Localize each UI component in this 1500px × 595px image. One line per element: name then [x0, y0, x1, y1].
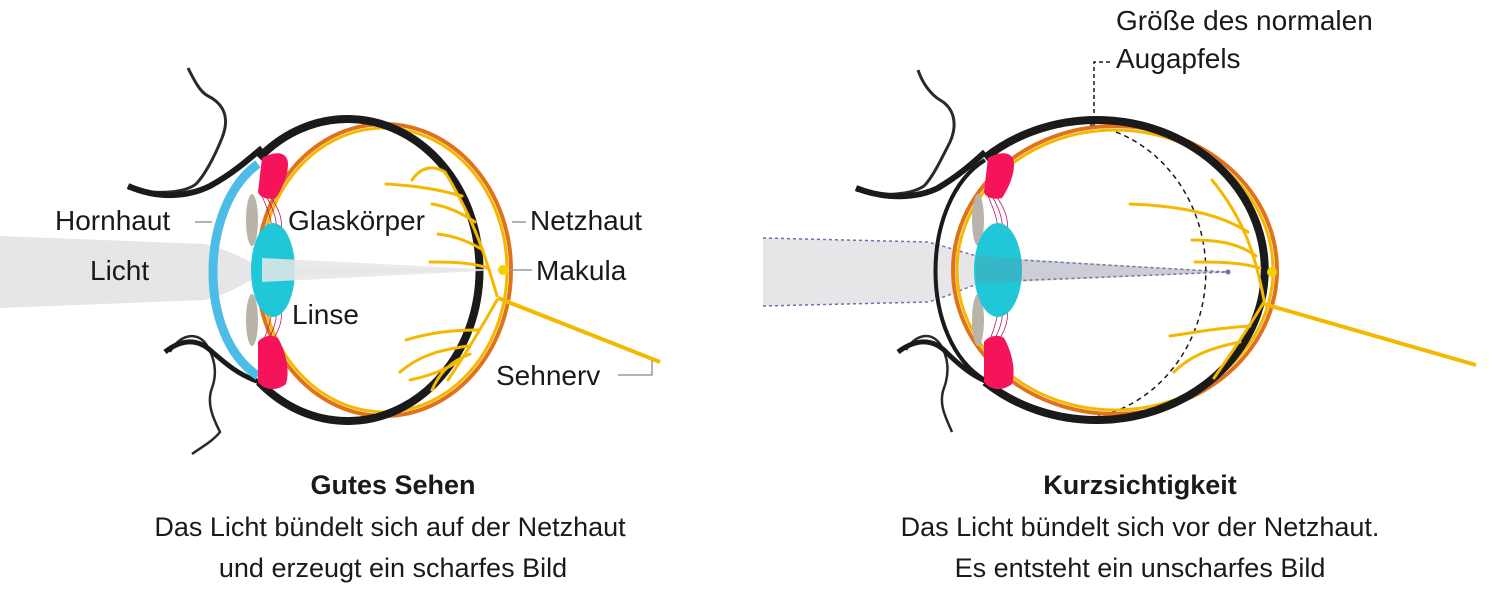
leader-normal-size — [1093, 61, 1110, 125]
retinal-nerves — [384, 166, 499, 392]
label-linse: Linse — [292, 299, 359, 330]
label-glaskoerper: Glaskörper — [288, 205, 425, 236]
choroid-layer-myopic — [951, 124, 1279, 416]
iris-upper-right — [984, 153, 1014, 199]
ciliary-body-lower-right — [972, 294, 984, 346]
optic-nerve — [497, 296, 661, 364]
ciliary-body-lower — [246, 294, 258, 346]
optic-nerve-myopic — [1263, 302, 1477, 367]
iris-upper — [258, 153, 288, 199]
cornea-myopic — [933, 158, 987, 382]
light-beam-through-lens — [976, 256, 1230, 284]
lower-eyelid — [163, 339, 261, 385]
ciliary-body-upper-right — [972, 194, 984, 246]
macula-marker-myopic — [1267, 267, 1277, 277]
face-profile-lower — [168, 334, 222, 456]
lower-eyelid-right — [896, 339, 989, 385]
title-kurzsichtigkeit: Kurzsichtigkeit — [1043, 470, 1237, 500]
normal-eye: Hornhaut Licht Glaskörper Netzhaut Makul… — [0, 67, 661, 583]
label-sehnerv: Sehnerv — [496, 360, 600, 391]
caption-left-line1: Das Licht bündelt sich auf der Netzhaut — [154, 512, 626, 542]
label-makula: Makula — [536, 255, 627, 286]
label-hornhaut: Hornhaut — [55, 205, 170, 236]
face-profile-upper-right — [855, 69, 956, 196]
upper-eyelid — [126, 145, 264, 198]
face-profile-upper — [127, 67, 227, 194]
caption-left-line2: und erzeugt ein scharfes Bild — [219, 553, 567, 583]
caption-right-line2: Es entsteht ein unscharfes Bild — [955, 553, 1326, 583]
light-beam — [0, 236, 500, 308]
label-licht: Licht — [90, 255, 149, 286]
upper-eyelid-right — [854, 149, 988, 200]
normal-eyeball-size-dashed — [1089, 124, 1207, 419]
iris-lower — [258, 335, 288, 390]
lens-myopic — [974, 223, 1022, 317]
annotation-line2: Augapfels — [1116, 43, 1241, 74]
caption-right-line1: Das Licht bündelt sich vor der Netzhaut. — [901, 512, 1380, 542]
leader-sehnerv — [618, 360, 653, 376]
title-gutes-sehen: Gutes Sehen — [310, 470, 475, 500]
myopic-eye: Größe des normalen Augapfels Kurzsichtig… — [762, 5, 1477, 583]
retinal-nerves-myopic — [1128, 178, 1266, 380]
iris-lower-right — [984, 335, 1014, 390]
face-profile-lower-right — [904, 334, 954, 433]
light-beam-overlay — [262, 258, 500, 282]
sclera-myopic — [982, 116, 1269, 424]
annotation-line1: Größe des normalen — [1116, 5, 1373, 36]
label-netzhaut: Netzhaut — [530, 205, 642, 236]
ciliary-body-upper — [246, 194, 258, 246]
macula-marker — [498, 265, 508, 275]
focal-point-myopic — [1225, 269, 1231, 275]
cornea — [208, 160, 261, 380]
